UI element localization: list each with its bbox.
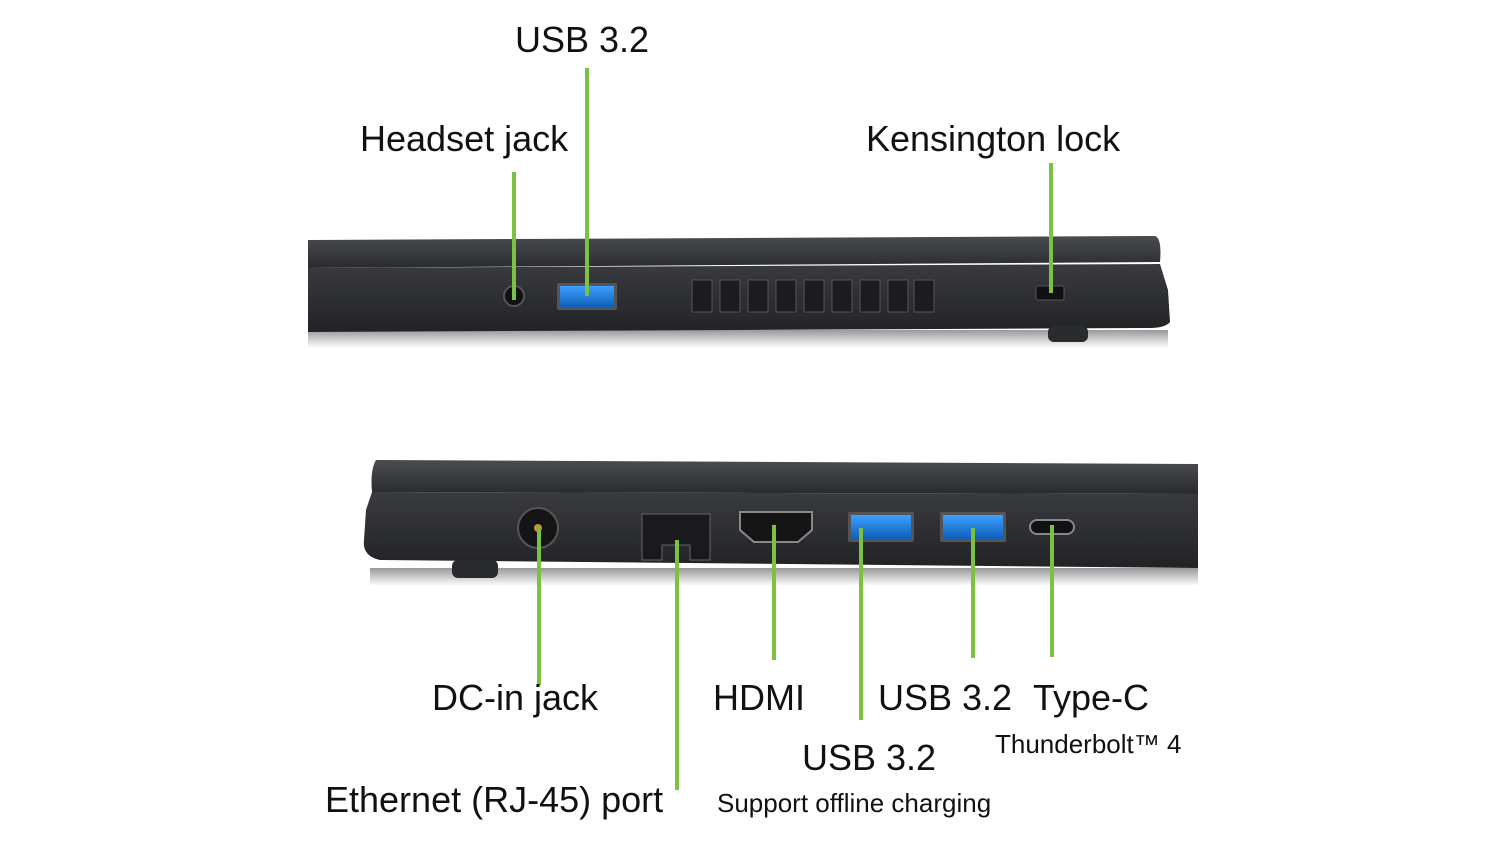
callout-line-kensington [1049, 163, 1053, 293]
callout-line-ethernet [675, 540, 679, 790]
callout-line-usb-b [971, 528, 975, 658]
label-kensington-lock: Kensington lock [866, 118, 1121, 159]
label-offline-charging: Support offline charging [717, 788, 992, 818]
label-headset-jack: Headset jack [360, 118, 569, 159]
ethernet-port [641, 513, 711, 561]
callout-line-hdmi [772, 525, 776, 660]
callout-line-usb-top [585, 68, 589, 296]
label-usb-a: USB 3.2 [802, 737, 937, 778]
callout-line-usb-a [859, 528, 863, 720]
label-usb-top: USB 3.2 [515, 19, 650, 60]
laptop-left-side [308, 236, 1170, 348]
label-thunderbolt: Thunderbolt™ 4 [995, 729, 1182, 759]
vent-grille [691, 279, 935, 313]
label-ethernet: Ethernet (RJ-45) port [325, 779, 664, 820]
label-type-c: Type-C [1033, 677, 1150, 718]
callout-line-headset [512, 172, 516, 300]
hdmi-port [739, 511, 813, 543]
label-usb-b: USB 3.2 [878, 677, 1013, 718]
label-dc-in: DC-in jack [432, 677, 599, 718]
callout-line-type-c [1050, 525, 1054, 657]
laptop-right-side [363, 460, 1198, 586]
label-hdmi: HDMI [713, 677, 805, 718]
callout-line-dc-in [537, 530, 541, 685]
